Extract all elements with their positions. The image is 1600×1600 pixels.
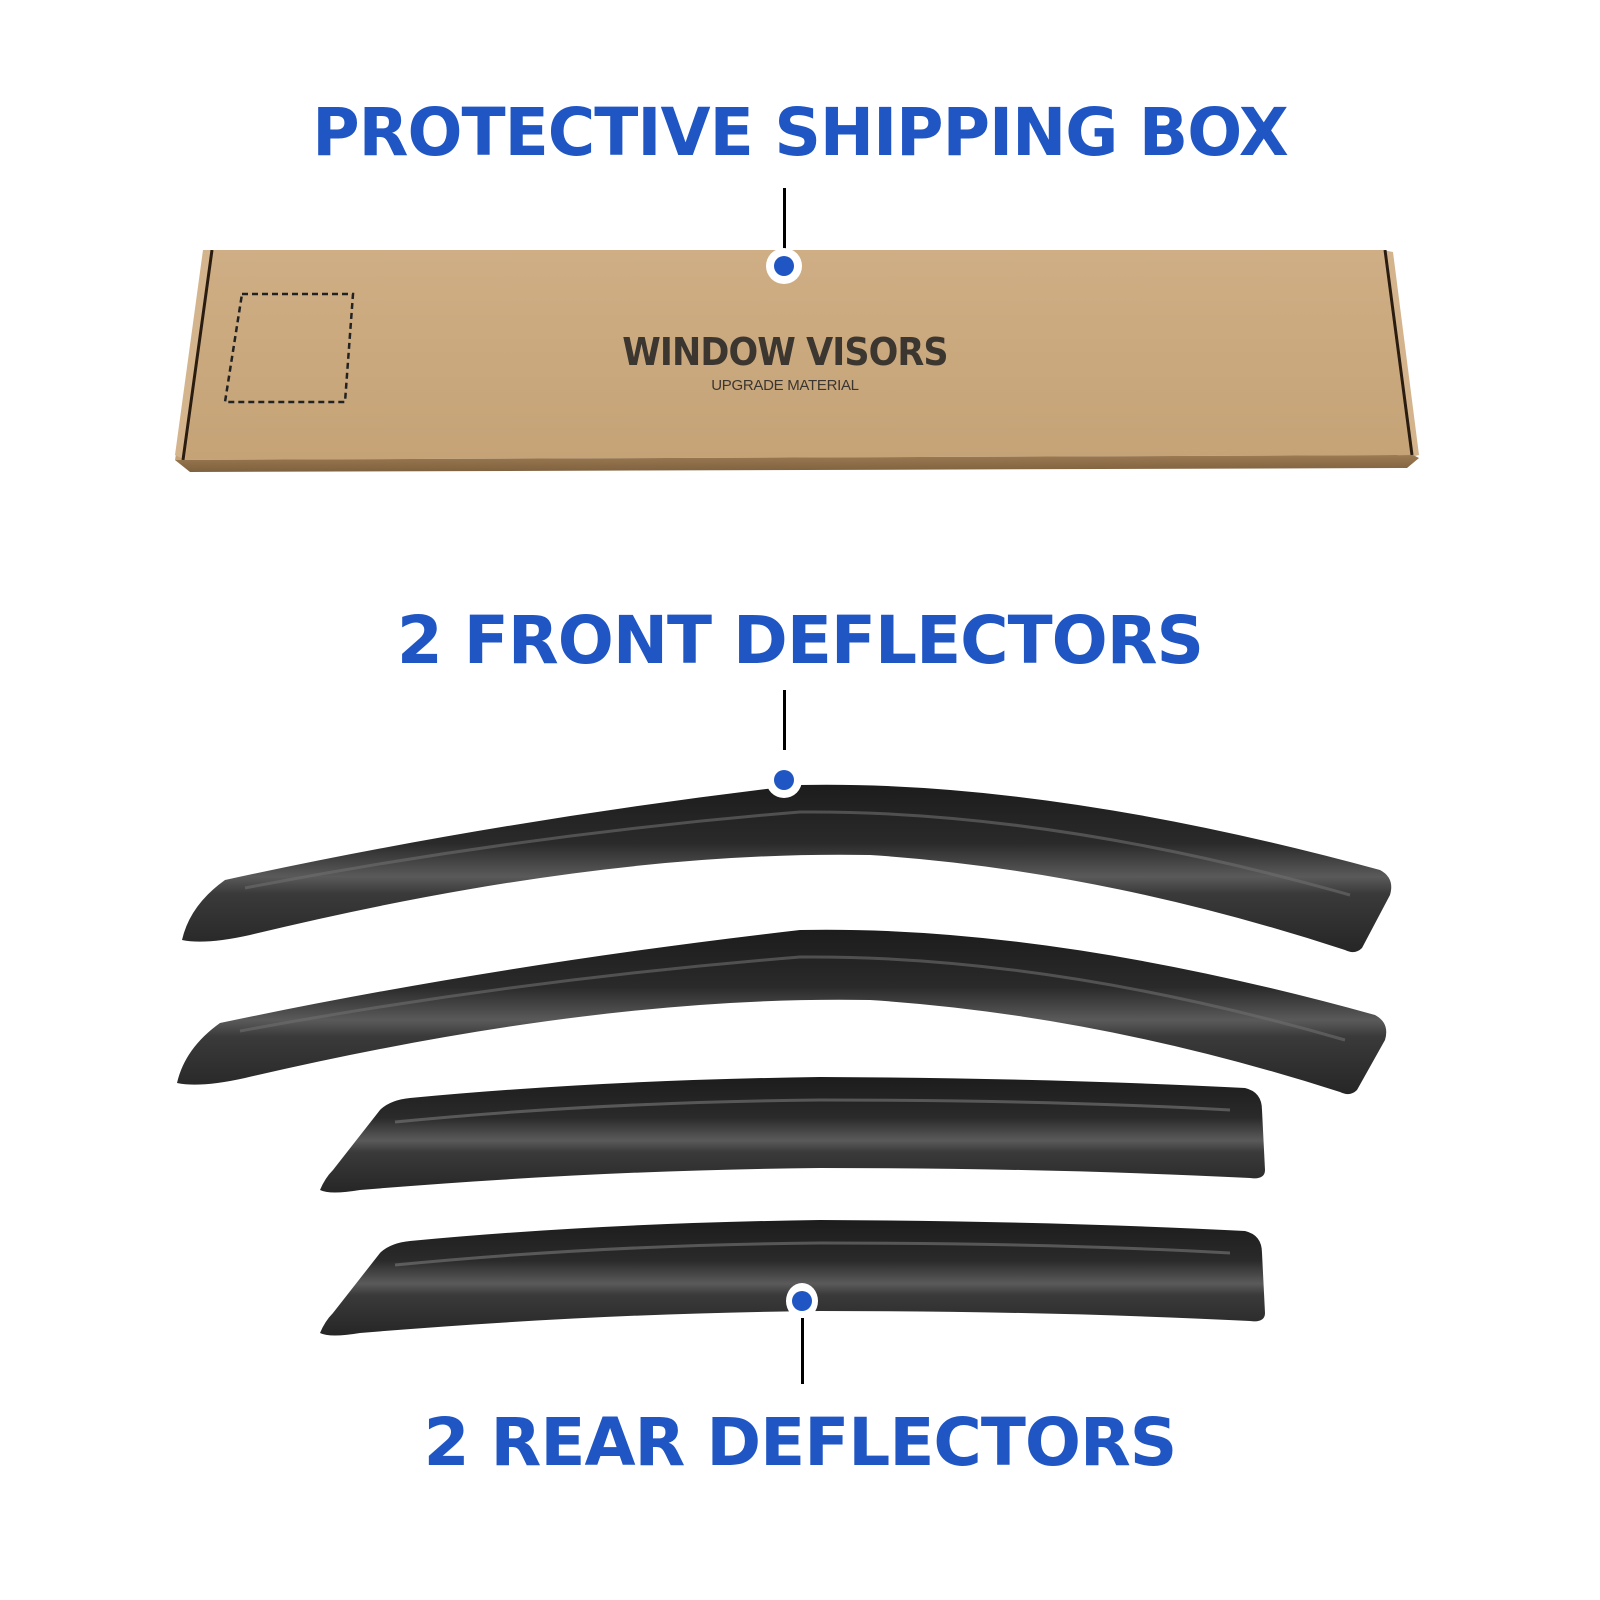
front-leader-line	[783, 690, 786, 750]
box-graphic	[175, 250, 1419, 472]
rear-deflector-1	[320, 1077, 1265, 1193]
rear-leader-line	[801, 1318, 804, 1384]
front-callout-dot-icon	[766, 762, 802, 798]
box-printed-subtitle: UPGRADE MATERIAL	[711, 377, 859, 394]
front-deflector-2	[177, 929, 1387, 1095]
protective-shipping-box-heading: PROTECTIVE SHIPPING BOX	[312, 94, 1289, 171]
rear-callout-dot-icon	[786, 1283, 818, 1319]
box-leader-line	[783, 188, 786, 254]
box-callout-dot-icon	[766, 248, 802, 284]
box-printed-title: WINDOW VISORS	[622, 330, 948, 374]
front-deflectors-heading: 2 FRONT DEFLECTORS	[396, 602, 1204, 679]
rear-deflectors-heading: 2 REAR DEFLECTORS	[423, 1404, 1178, 1481]
rear-deflector-2	[320, 1220, 1265, 1336]
shipping-box-image: WINDOW VISORS UPGRADE MATERIAL	[175, 250, 1435, 490]
front-deflector-1	[182, 784, 1392, 953]
